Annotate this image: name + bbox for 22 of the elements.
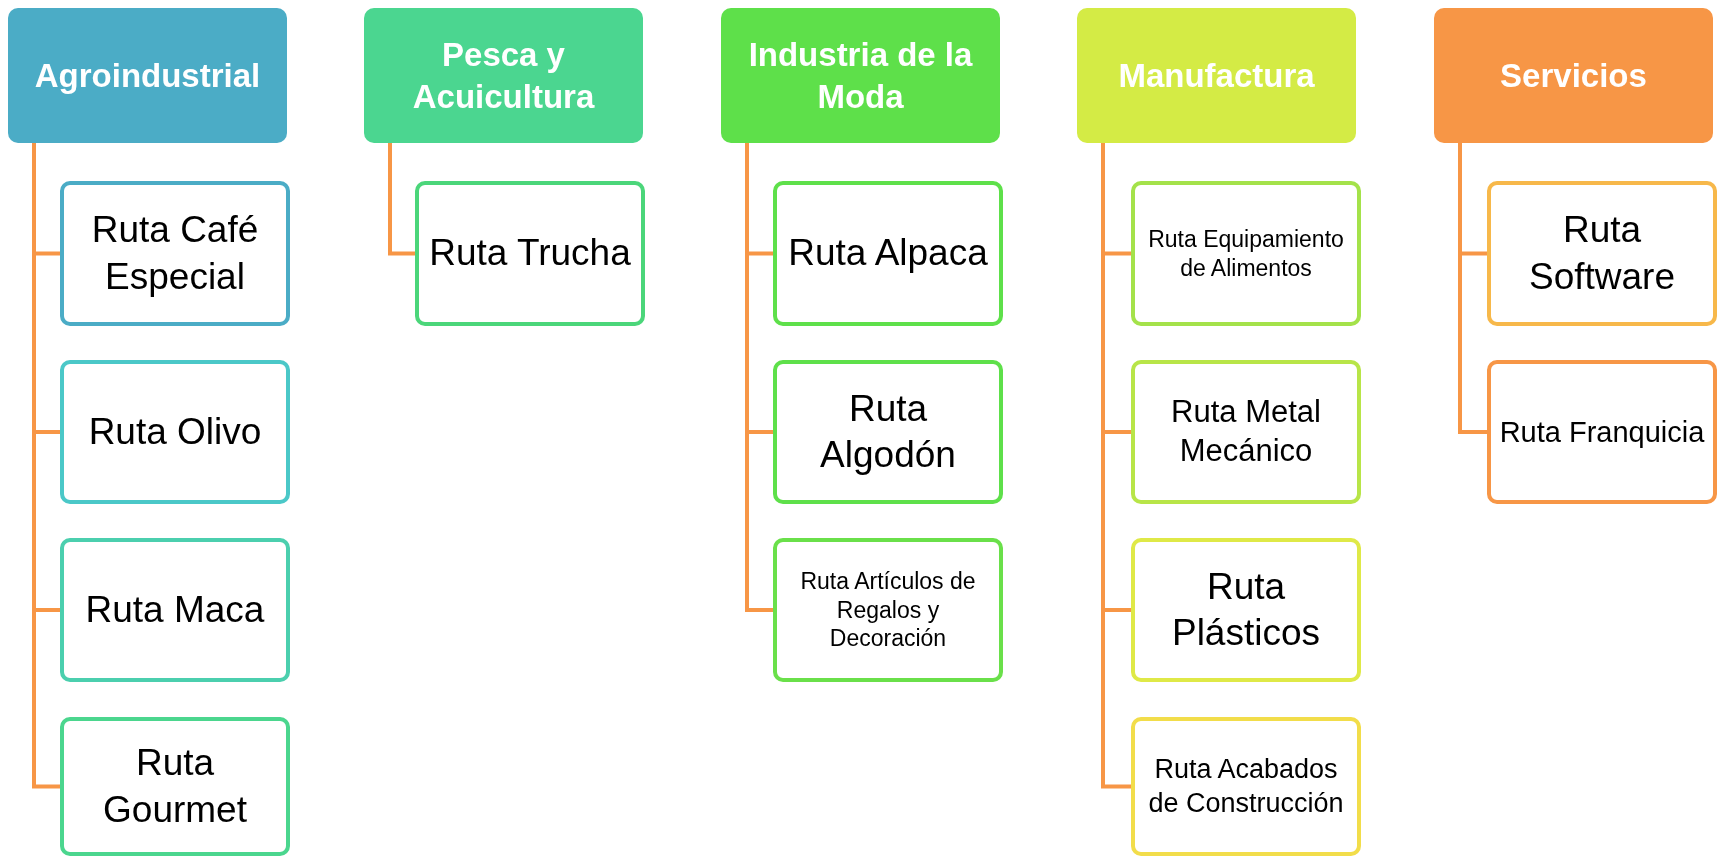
category-header: Servicios	[1434, 8, 1713, 143]
route-box: Ruta Software	[1487, 181, 1717, 326]
route-box: Ruta Franquicia	[1487, 360, 1717, 504]
route-box: Ruta Artículos de Regalos y Decoración	[773, 538, 1003, 682]
category-header: Agroindustrial	[8, 8, 287, 143]
category-header: Pesca y Acuicultura	[364, 8, 643, 143]
route-box: Ruta Trucha	[415, 181, 645, 326]
route-box: Ruta Olivo	[60, 360, 290, 504]
route-box: Ruta Equipamiento de Alimentos	[1131, 181, 1361, 326]
route-box: Ruta Plásticos	[1131, 538, 1361, 682]
route-box: Ruta Algodón	[773, 360, 1003, 504]
route-box: Ruta Metal Mecánico	[1131, 360, 1361, 504]
connector-line	[388, 143, 415, 256]
connector-line	[1458, 143, 1487, 434]
route-box: Ruta Café Especial	[60, 181, 290, 326]
category-header: Industria de la Moda	[721, 8, 1000, 143]
connector-line	[745, 143, 773, 612]
route-box: Ruta Gourmet	[60, 717, 290, 856]
route-box: Ruta Acabados de Construcción	[1131, 717, 1361, 856]
category-header: Manufactura	[1077, 8, 1356, 143]
route-box: Ruta Alpaca	[773, 181, 1003, 326]
route-box: Ruta Maca	[60, 538, 290, 682]
